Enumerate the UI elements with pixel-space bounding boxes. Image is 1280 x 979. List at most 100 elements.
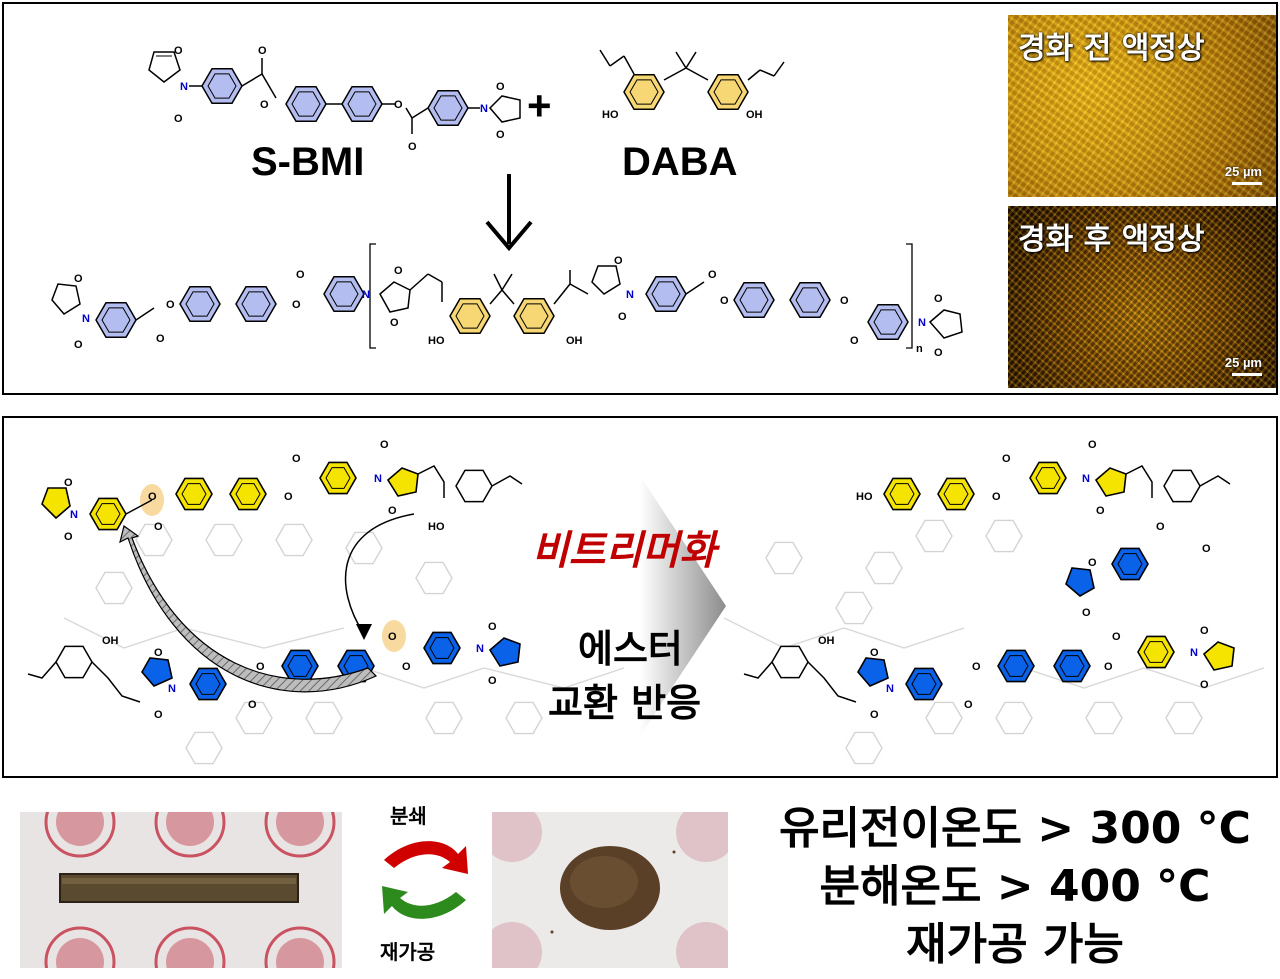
atom-label: O (934, 293, 943, 305)
atom-label: O (64, 531, 73, 543)
blue-chain-left: OH O O N O O O O N O O (27, 620, 521, 721)
atom-label: O (614, 255, 623, 267)
atom-label: O (1088, 557, 1097, 569)
recycling-arrows (382, 841, 468, 919)
cured-bar-photo (20, 812, 342, 968)
atom-label: O (380, 439, 389, 451)
atom-label: O (934, 347, 943, 359)
atom-label: O (174, 113, 183, 125)
atom-label: HO (856, 491, 873, 503)
atom-label: O (292, 299, 301, 311)
atom-label: HO (602, 109, 619, 121)
micrograph-caption: 경화 전 액정상 (1018, 31, 1205, 66)
atom-label: O (296, 269, 305, 281)
atom-label: O (1112, 631, 1121, 643)
atom-label: O (870, 647, 879, 659)
micrograph-after-curing: 경화 후 액정상 25 µm (1008, 206, 1276, 388)
exchange-reaction-label: 교환 반응 (548, 681, 702, 725)
atom-label: O (488, 621, 497, 633)
scale-bar (1232, 182, 1262, 185)
atom-label: N (70, 509, 78, 521)
polymer-structure: O O N O O O O N O O HO (51, 243, 963, 359)
atom-label: O (618, 311, 627, 323)
atom-label: O (260, 99, 269, 111)
atom-label: OH (818, 635, 835, 647)
atom-label: O (174, 45, 183, 57)
atom-label: O (1200, 625, 1209, 637)
atom-label: O (388, 631, 397, 643)
decomposition-temp: 분해온도 > 400 °C (819, 861, 1211, 912)
scale-bar-label: 25 µm (1224, 355, 1262, 370)
photo-background (44, 812, 336, 968)
atom-label: O (870, 709, 879, 721)
process-arrow (640, 476, 726, 736)
ester-exchange-scheme: O O N O O O O N O O HO OH (27, 439, 1265, 765)
atom-label: N (1190, 647, 1198, 659)
atom-label: N (626, 289, 634, 301)
atom-label: O (1104, 661, 1113, 673)
atom-label: O (148, 491, 157, 503)
atom-label: O (256, 661, 265, 673)
vitrimerization-label: 비트리머화 (532, 528, 716, 574)
scale-bar (1232, 373, 1262, 376)
properties-list: 유리전이온도 > 300 °C 분해온도 > 400 °C 재가공 가능 (750, 800, 1280, 974)
ester-exchange-panel: O O N O O O O N O O HO OH (2, 416, 1278, 778)
atom-label: O (402, 661, 411, 673)
exchange-arrow (344, 513, 415, 635)
photo-background (492, 812, 728, 968)
atom-label: O (248, 699, 257, 711)
atom-label: N (168, 683, 176, 695)
exchange-arrow-hatched (119, 524, 378, 693)
micrograph-caption: 경화 후 액정상 (1018, 222, 1205, 257)
atom-label: O (154, 709, 163, 721)
atom-label: O (488, 675, 497, 687)
reprocess-label: 재가공 (380, 940, 436, 964)
atom-label: N (1082, 473, 1090, 485)
synthesis-panel: O O N O O O O N O O + (2, 2, 1278, 395)
atom-label: O (292, 453, 301, 465)
atom-label: O (1156, 521, 1165, 533)
atom-label: O (390, 317, 399, 329)
atom-label: OH (746, 109, 763, 121)
product-chain-upper: HO O O N O O O O N O O (856, 439, 1231, 619)
atom-label: O (992, 491, 1001, 503)
atom-label: O (284, 491, 293, 503)
atom-label: O (1202, 543, 1211, 555)
atom-label: O (964, 699, 973, 711)
glass-transition-temp: 유리전이온도 > 300 °C (779, 803, 1251, 854)
atom-label: O (258, 45, 267, 57)
atom-label: O (708, 269, 717, 281)
atom-label: O (156, 333, 165, 345)
atom-label: O (496, 81, 505, 93)
scale-bar-label: 25 µm (1224, 164, 1262, 179)
yellow-chain-left: O O N O O O O N O O HO (41, 439, 523, 543)
atom-label: O (64, 477, 73, 489)
atom-label: O (1200, 679, 1209, 691)
atom-label: O (408, 141, 417, 153)
atom-label: O (154, 647, 163, 659)
sbmi-structure: O O N O O O O N O O (148, 45, 521, 153)
daba-structure: HO OH (599, 49, 785, 121)
atom-label: N (362, 289, 370, 301)
atom-label: O (972, 661, 981, 673)
atom-label: O (720, 295, 729, 307)
reprocessable: 재가공 가능 (906, 919, 1124, 970)
crush-arrow (384, 841, 468, 874)
atom-label: HO (428, 521, 445, 533)
crush-label: 분쇄 (390, 804, 427, 828)
product-chain-lower: OH O O N O O O O N O O (743, 625, 1235, 721)
atom-label: OH (102, 635, 119, 647)
atom-label: N (476, 643, 484, 655)
powder-photo (492, 812, 728, 968)
plus-sign: + (527, 82, 552, 129)
atom-label: O (850, 335, 859, 347)
reprocess-arrow (382, 886, 466, 919)
ester-label: 에스터 (578, 627, 683, 671)
atom-label: O (1096, 505, 1105, 517)
atom-label: N (374, 473, 382, 485)
atom-label: O (496, 129, 505, 141)
atom-label: O (1002, 453, 1011, 465)
synthesis-scheme: O O N O O O O N O O + (51, 45, 963, 359)
atom-label: O (1082, 607, 1091, 619)
atom-label: N (886, 683, 894, 695)
